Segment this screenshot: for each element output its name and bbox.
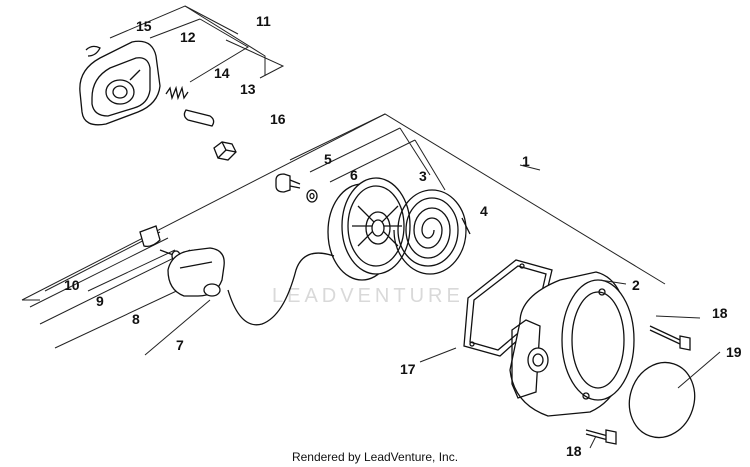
callout-3: 3 — [419, 168, 427, 184]
callout-15: 15 — [136, 18, 152, 34]
callout-1: 1 — [522, 153, 530, 169]
callout-2: 2 — [632, 277, 640, 293]
watermark-text: LEADVENTURE — [272, 285, 464, 307]
callout-13: 13 — [240, 81, 256, 97]
starter-cup-assembly — [79, 40, 237, 161]
bolt-18-upper — [649, 325, 691, 351]
callout-labels: 15 12 11 14 13 16 5 6 3 1 4 10 9 8 7 2 1… — [64, 13, 742, 459]
callout-5: 5 — [324, 151, 332, 167]
callout-18-lower: 18 — [566, 443, 582, 459]
callout-17: 17 — [400, 361, 416, 377]
callout-7: 7 — [176, 337, 184, 353]
credit-text: Rendered by LeadVenture, Inc. — [292, 450, 458, 464]
washer-6 — [306, 189, 318, 203]
callout-9: 9 — [96, 293, 104, 309]
leader-group-11 — [109, 5, 285, 83]
screw-washer — [275, 173, 318, 203]
handle-assembly — [139, 225, 225, 297]
callout-18-upper: 18 — [712, 305, 728, 321]
callout-16: 16 — [270, 111, 286, 127]
callout-19: 19 — [726, 344, 742, 360]
pulley-reel-3 — [327, 177, 411, 281]
callout-11: 11 — [256, 13, 271, 29]
screw-5 — [275, 173, 291, 193]
spring-14 — [165, 85, 189, 101]
rope-7 — [227, 252, 335, 326]
callout-4: 4 — [480, 203, 488, 219]
recoil-spring-4 — [393, 189, 471, 275]
leader-left-shelves — [29, 231, 211, 356]
cover-disc-19 — [628, 361, 696, 439]
callout-14: 14 — [214, 65, 230, 81]
housing-2 — [509, 271, 635, 417]
e-clip-15 — [85, 45, 101, 57]
callout-8: 8 — [132, 311, 140, 327]
callout-6: 6 — [350, 167, 358, 183]
callout-12: 12 — [180, 29, 196, 45]
bolt-18-lower — [585, 429, 617, 445]
insert-10 — [139, 225, 161, 248]
callout-leaders — [419, 279, 721, 449]
callout-10: 10 — [64, 277, 80, 293]
pawl-13 — [183, 109, 215, 127]
